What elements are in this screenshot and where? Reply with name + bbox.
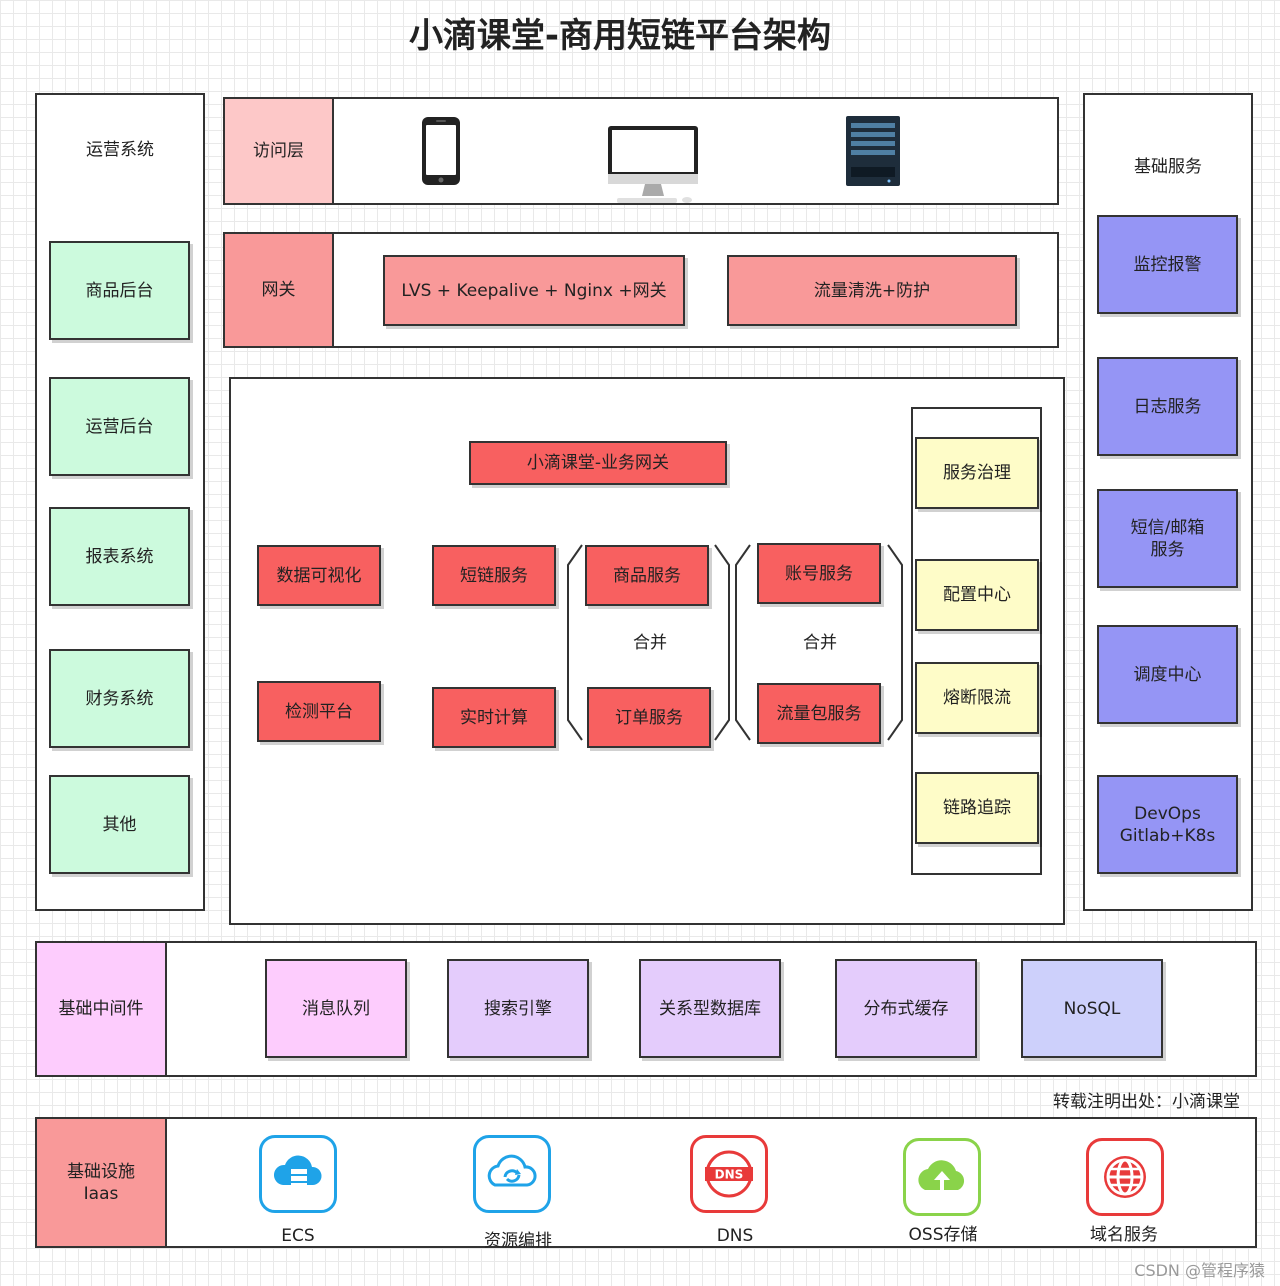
- devops-box: DevOps Gitlab+K8s: [1097, 775, 1238, 874]
- nosql-box: NoSQL: [1021, 959, 1163, 1058]
- infrastructure-label: 基础设施 Iaas: [37, 1119, 167, 1246]
- svg-text:DNS: DNS: [715, 1168, 744, 1182]
- realtime-compute-box: 实时计算: [432, 687, 556, 748]
- bracket-right-2: [887, 544, 903, 741]
- report-system-box: 报表系统: [49, 507, 190, 606]
- config-center-box: 配置中心: [915, 559, 1039, 631]
- dns-label: DNS: [716, 1226, 754, 1246]
- service-governance-box: 服务治理: [915, 437, 1039, 509]
- cloud-orchestration-icon: [473, 1135, 551, 1213]
- domain-service-label: 域名服务: [1090, 1225, 1158, 1245]
- operations-system-panel: [35, 93, 205, 911]
- oss-label: OSS存储: [908, 1225, 978, 1245]
- sms-email-service-box: 短信/邮箱 服务: [1097, 489, 1238, 588]
- distributed-cache-box: 分布式缓存: [835, 959, 977, 1058]
- page-title: 小滴课堂-商用短链平台架构: [408, 16, 832, 56]
- cloud-server-icon: [259, 1135, 337, 1213]
- dns-icon: DNS: [690, 1135, 768, 1213]
- traffic-pack-service-box: 流量包服务: [757, 683, 881, 744]
- account-service-box: 账号服务: [757, 543, 881, 604]
- bracket-left-2: [735, 544, 751, 741]
- operations-admin-box: 运营后台: [49, 377, 190, 476]
- infrastructure-panel: [35, 1117, 1257, 1248]
- trace-box: 链路追踪: [915, 772, 1039, 844]
- mobile-phone-icon: [420, 115, 462, 187]
- lvs-gateway-box: LVS + Keepalive + Nginx +网关: [383, 255, 685, 326]
- bracket-right-1: [714, 544, 730, 741]
- access-layer-label: 访问层: [225, 99, 334, 203]
- server-icon: [845, 115, 901, 187]
- others-box: 其他: [49, 775, 190, 874]
- finance-system-box: 财务系统: [49, 649, 190, 748]
- monitoring-alert-box: 监控报警: [1097, 215, 1238, 314]
- order-service-box: 订单服务: [587, 687, 711, 748]
- basic-services-title: 基础服务: [1134, 157, 1202, 177]
- relational-db-box: 关系型数据库: [639, 959, 781, 1058]
- data-visualization-box: 数据可视化: [257, 545, 381, 606]
- operations-system-title: 运营系统: [86, 140, 154, 160]
- log-service-box: 日志服务: [1097, 357, 1238, 456]
- desktop-monitor-icon: [607, 124, 701, 206]
- merge-brackets: [567, 544, 903, 741]
- message-queue-box: 消息队列: [265, 959, 407, 1058]
- gateway-label: 网关: [225, 234, 334, 346]
- shortlink-service-box: 短链服务: [432, 545, 556, 606]
- middleware-label: 基础中间件: [37, 943, 167, 1075]
- ecs-label: ECS: [281, 1226, 315, 1246]
- cloud-upload-icon: [903, 1138, 981, 1216]
- product-service-box: 商品服务: [585, 545, 709, 606]
- repost-note: 转载注明出处：小滴课堂: [1053, 1092, 1240, 1112]
- search-engine-box: 搜索引擎: [447, 959, 589, 1058]
- traffic-cleaning-box: 流量清洗+防护: [727, 255, 1017, 326]
- watermark: CSDN @管程序猿: [1134, 1261, 1265, 1280]
- scheduler-center-box: 调度中心: [1097, 625, 1238, 724]
- product-admin-box: 商品后台: [49, 241, 190, 340]
- globe-icon: [1086, 1138, 1164, 1216]
- circuit-breaker-box: 熔断限流: [915, 662, 1039, 734]
- business-gateway-box: 小滴课堂-业务网关: [469, 441, 727, 485]
- bracket-left-1: [567, 544, 583, 741]
- orchestration-label: 资源编排: [484, 1231, 552, 1251]
- monitor-platform-box: 检测平台: [257, 681, 381, 742]
- merge-label-1: 合并: [633, 633, 667, 653]
- merge-label-2: 合并: [803, 633, 837, 653]
